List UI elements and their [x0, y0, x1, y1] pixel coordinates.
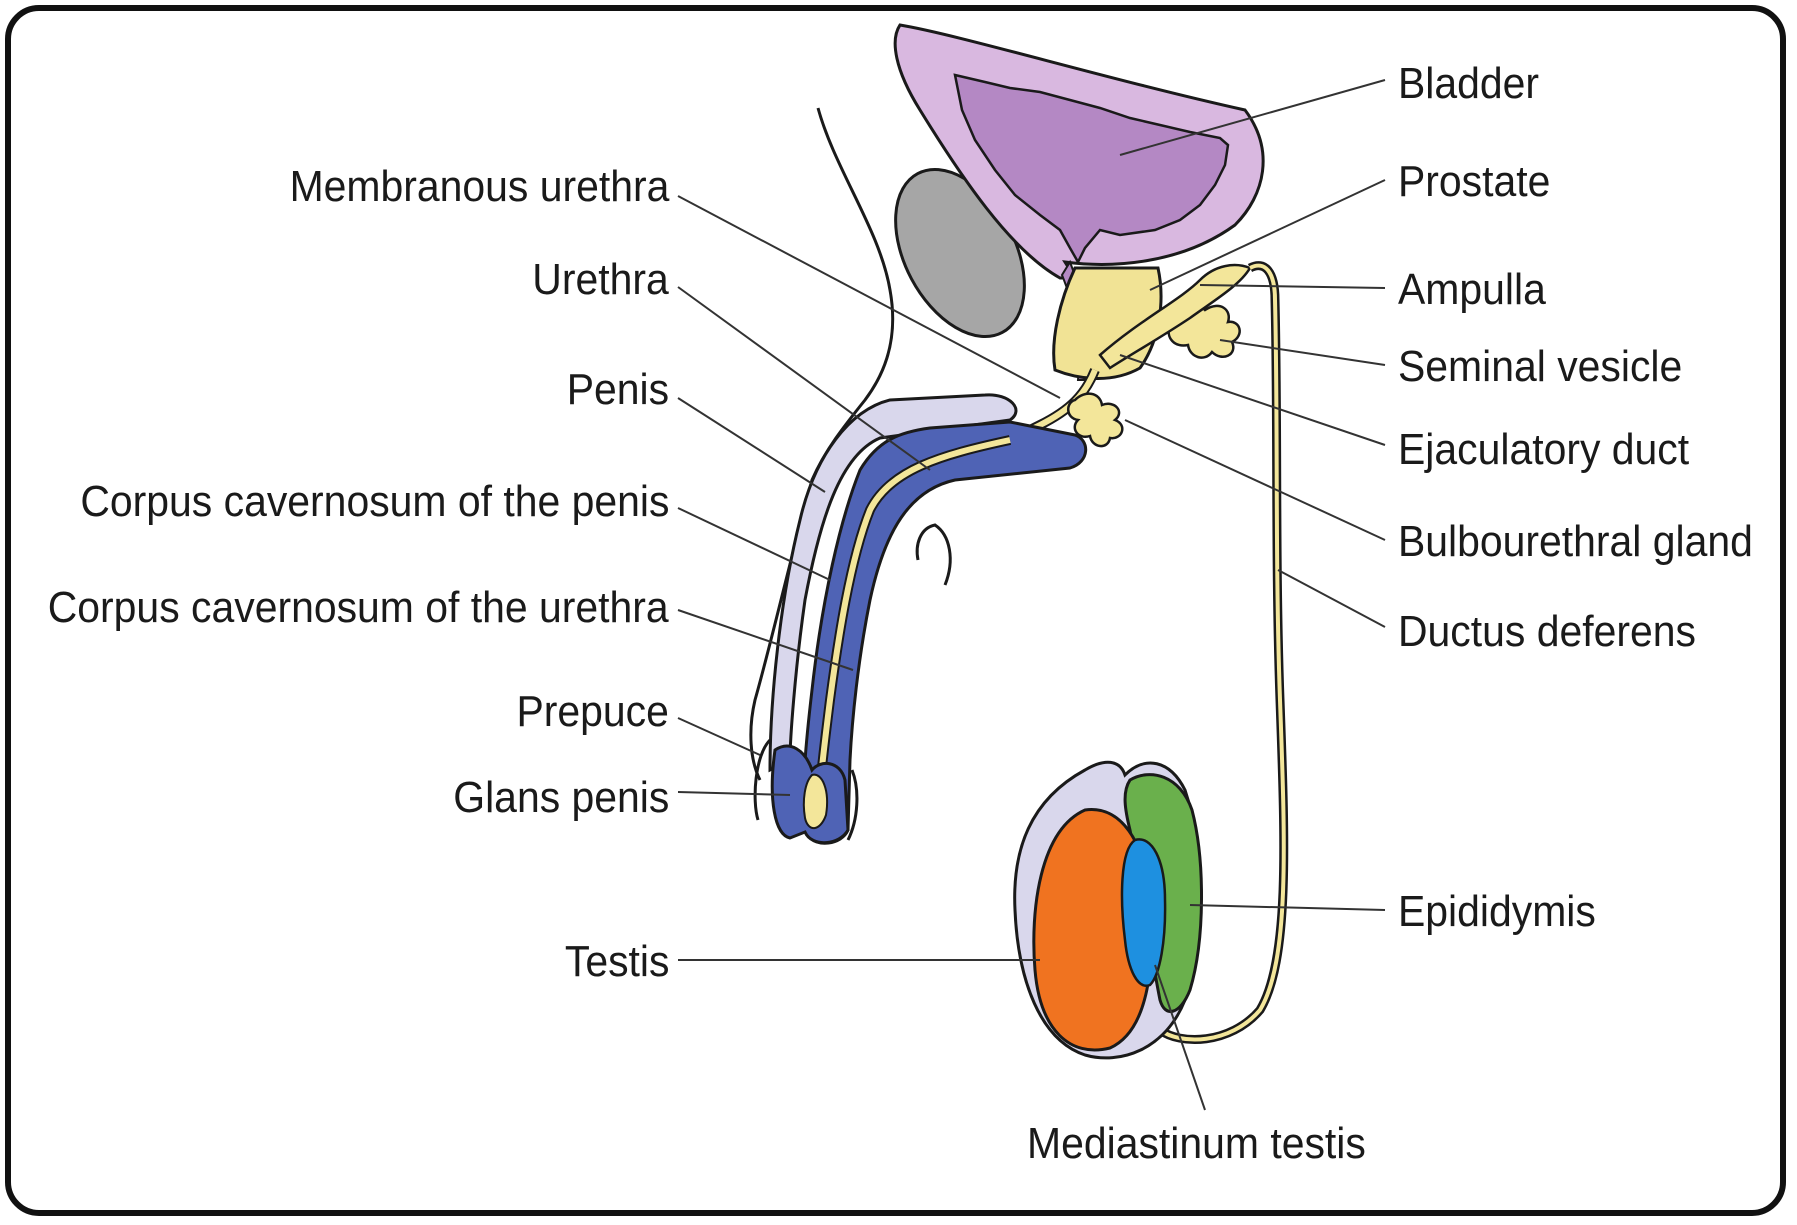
- label-prostate: Prostate: [1398, 160, 1550, 204]
- label-seminal-vesicle: Seminal vesicle: [1398, 345, 1682, 389]
- label-mediastinum-testis: Mediastinum testis: [1027, 1122, 1366, 1166]
- label-ejaculatory-duct: Ejaculatory duct: [1398, 428, 1689, 472]
- label-urethra: Urethra: [533, 258, 669, 302]
- perineum-curve: [917, 525, 950, 585]
- label-corpus-cavernosum-urethra: Corpus cavernosum of the urethra: [48, 586, 669, 630]
- label-penis: Penis: [567, 368, 669, 412]
- label-epididymis: Epididymis: [1398, 890, 1596, 934]
- label-ductus-deferens: Ductus deferens: [1398, 610, 1696, 654]
- label-membranous-urethra: Membranous urethra: [289, 165, 669, 209]
- label-glans-penis: Glans penis: [453, 776, 669, 820]
- label-corpus-cavernosum-penis: Corpus cavernosum of the penis: [80, 480, 669, 524]
- label-bulbourethral-gland: Bulbourethral gland: [1398, 520, 1753, 564]
- mediastinum-testis: [1122, 839, 1165, 985]
- label-prepuce: Prepuce: [517, 690, 669, 734]
- label-bladder: Bladder: [1398, 62, 1539, 106]
- label-testis: Testis: [564, 940, 669, 984]
- label-ampulla: Ampulla: [1398, 268, 1546, 312]
